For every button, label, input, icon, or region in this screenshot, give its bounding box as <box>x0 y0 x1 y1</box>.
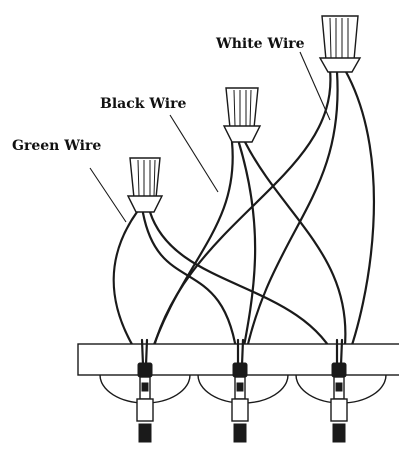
wire-green-to-left <box>112 210 145 364</box>
wire-white-to-left <box>148 68 332 364</box>
wire-green-to-middle <box>141 211 240 364</box>
connector-left <box>136 338 154 443</box>
leader-line-black <box>169 114 219 193</box>
wire-nut-white <box>318 15 362 73</box>
label-green-wire: Green Wire <box>12 138 101 154</box>
label-black-wire: Black Wire <box>100 96 186 112</box>
wire-nut-black <box>222 87 262 143</box>
wire-nut-green <box>126 157 164 213</box>
leader-line-white <box>299 51 331 121</box>
wire-white-to-right <box>343 68 375 364</box>
wire-black-to-right <box>243 140 347 364</box>
label-white-wire: White Wire <box>215 36 305 52</box>
wire-white-to-middle <box>242 70 339 364</box>
wires <box>112 68 375 364</box>
wire-black-to-middle <box>237 141 257 364</box>
connector-middle <box>231 338 249 443</box>
connector-right <box>330 338 348 443</box>
leader-line-green <box>89 167 127 223</box>
wire-green-to-right <box>148 210 340 364</box>
